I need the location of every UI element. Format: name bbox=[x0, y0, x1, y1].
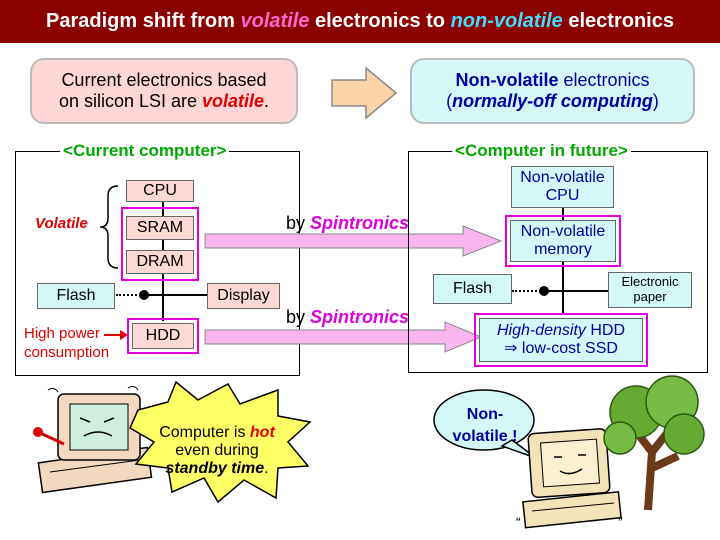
spintronics-arrow-1-icon bbox=[204, 225, 503, 257]
hot-computer-icon bbox=[33, 386, 153, 494]
future-box-paren-close: ) bbox=[652, 91, 659, 111]
hot-word: hot bbox=[249, 424, 275, 441]
future-box-paren-open: ( bbox=[446, 91, 453, 111]
current-computer-title: <Current computer> bbox=[60, 141, 230, 161]
current-box-line2: on silicon LSI are bbox=[58, 91, 203, 111]
epaper-line2: paper bbox=[633, 289, 667, 304]
high-power-line1: High power bbox=[24, 325, 100, 342]
title-text-3: electronics bbox=[562, 10, 674, 32]
left-flash-dotted-line bbox=[116, 294, 144, 296]
non-volatile-electronics-box: Non-volatile electronics (normally-off c… bbox=[410, 58, 695, 124]
future-box-bold: Non-volatile bbox=[455, 70, 559, 91]
future-box-line1-rest: electronics bbox=[558, 70, 650, 91]
current-computer-title-text: Current computer bbox=[72, 141, 217, 160]
display-label: Display bbox=[217, 286, 270, 304]
future-computer-title: <Computer in future> bbox=[452, 141, 631, 161]
title-volatile: volatile bbox=[240, 10, 310, 32]
left-display-line bbox=[145, 294, 207, 296]
dram-label: DRAM bbox=[136, 252, 184, 270]
right-junction-dot bbox=[539, 286, 549, 296]
spintronics-text-2: Spintronics bbox=[310, 307, 410, 327]
standby-period: . bbox=[264, 460, 269, 477]
flash-label-right: Flash bbox=[452, 279, 493, 297]
epaper-line1: Electronic bbox=[621, 274, 679, 290]
display-block: Display bbox=[207, 283, 280, 309]
hdd-label: HDD bbox=[145, 326, 181, 344]
by-spintronics-label-1: by Spintronics bbox=[286, 213, 409, 234]
nv-memory-line1: Non-volatile bbox=[520, 222, 606, 240]
flash-label-left: Flash bbox=[56, 286, 96, 304]
flash-block-right: Flash bbox=[433, 274, 512, 304]
volatile-brace-icon bbox=[99, 185, 119, 269]
left-junction-dot bbox=[139, 290, 149, 300]
nv-hdd-block: High-density HDD ⇒ low-cost SSD bbox=[479, 318, 643, 362]
implies-arrow-icon: ⇒ bbox=[504, 340, 518, 357]
title-text-1: Paradigm shift from bbox=[46, 10, 241, 32]
volatile-memory-outline bbox=[121, 207, 199, 281]
current-electronics-box: Current electronics based on silicon LSI… bbox=[30, 58, 298, 124]
by-text-1: by bbox=[286, 213, 311, 233]
right-epaper-line bbox=[545, 290, 608, 292]
dram-block: DRAM bbox=[126, 250, 194, 274]
future-box-italic: normally-off computing bbox=[452, 91, 653, 111]
volatile-label: Volatile bbox=[35, 215, 88, 232]
by-text-2: by bbox=[286, 307, 311, 327]
current-box-line1: Current electronics based bbox=[61, 70, 267, 91]
current-box-volatile: volatile bbox=[202, 91, 265, 111]
happy-computer-icon: “ ” bbox=[516, 428, 623, 530]
spintronics-arrow-2-icon bbox=[204, 321, 483, 353]
nv-speech-text: Non- volatile ! bbox=[440, 404, 530, 448]
right-flash-dotted-line bbox=[512, 290, 544, 292]
sram-block: SRAM bbox=[126, 216, 194, 240]
hdd-outline bbox=[127, 318, 199, 354]
hdd-pointer-arrow-icon bbox=[104, 330, 128, 340]
hdd-block: HDD bbox=[132, 323, 194, 349]
svg-text:”: ” bbox=[618, 514, 623, 530]
page-title: Paradigm shift from volatile electronics… bbox=[0, 0, 720, 43]
title-text-2: electronics to bbox=[309, 10, 451, 32]
hdd-line1-rest: HDD bbox=[585, 321, 626, 339]
nv-cpu-line1: Non-volatile bbox=[520, 168, 605, 186]
high-power-line2: consumption bbox=[24, 344, 110, 361]
nv-speech-bubble-icon bbox=[433, 389, 537, 459]
nv-memory-outline bbox=[505, 215, 621, 267]
nv-memory-line2: memory bbox=[534, 241, 592, 258]
nv-hdd-outline bbox=[474, 313, 648, 367]
sram-label: SRAM bbox=[136, 218, 184, 236]
nv-speech-line1: Non- bbox=[466, 406, 504, 423]
flash-block-left: Flash bbox=[37, 283, 115, 309]
hot-line2: even during bbox=[175, 442, 259, 459]
cpu-label: CPU bbox=[143, 181, 177, 199]
standby-time-text: standby time bbox=[165, 460, 265, 477]
hdd-line2: low-cost SSD bbox=[517, 340, 618, 357]
spintronics-text-1: Spintronics bbox=[310, 213, 410, 233]
future-computer-title-text: Computer in future bbox=[464, 141, 618, 160]
title-non-volatile: non-volatile bbox=[450, 10, 563, 32]
current-box-period: . bbox=[264, 91, 270, 111]
big-right-arrow-icon bbox=[331, 66, 398, 120]
hdd-high-density: High-density bbox=[496, 321, 586, 339]
nv-speech-line2: volatile ! bbox=[452, 428, 518, 445]
high-power-label: High power consumption bbox=[24, 324, 109, 362]
cpu-block: CPU bbox=[126, 180, 194, 202]
svg-text:“: “ bbox=[516, 514, 521, 530]
hot-speech-starburst-icon bbox=[129, 380, 312, 504]
by-spintronics-label-2: by Spintronics bbox=[286, 307, 409, 328]
nv-cpu-line2: CPU bbox=[545, 187, 580, 204]
hot-line1: Computer is bbox=[159, 424, 250, 441]
hot-speech-text: Computer is hot even during standby time… bbox=[142, 424, 292, 478]
tree-icon bbox=[603, 375, 705, 511]
